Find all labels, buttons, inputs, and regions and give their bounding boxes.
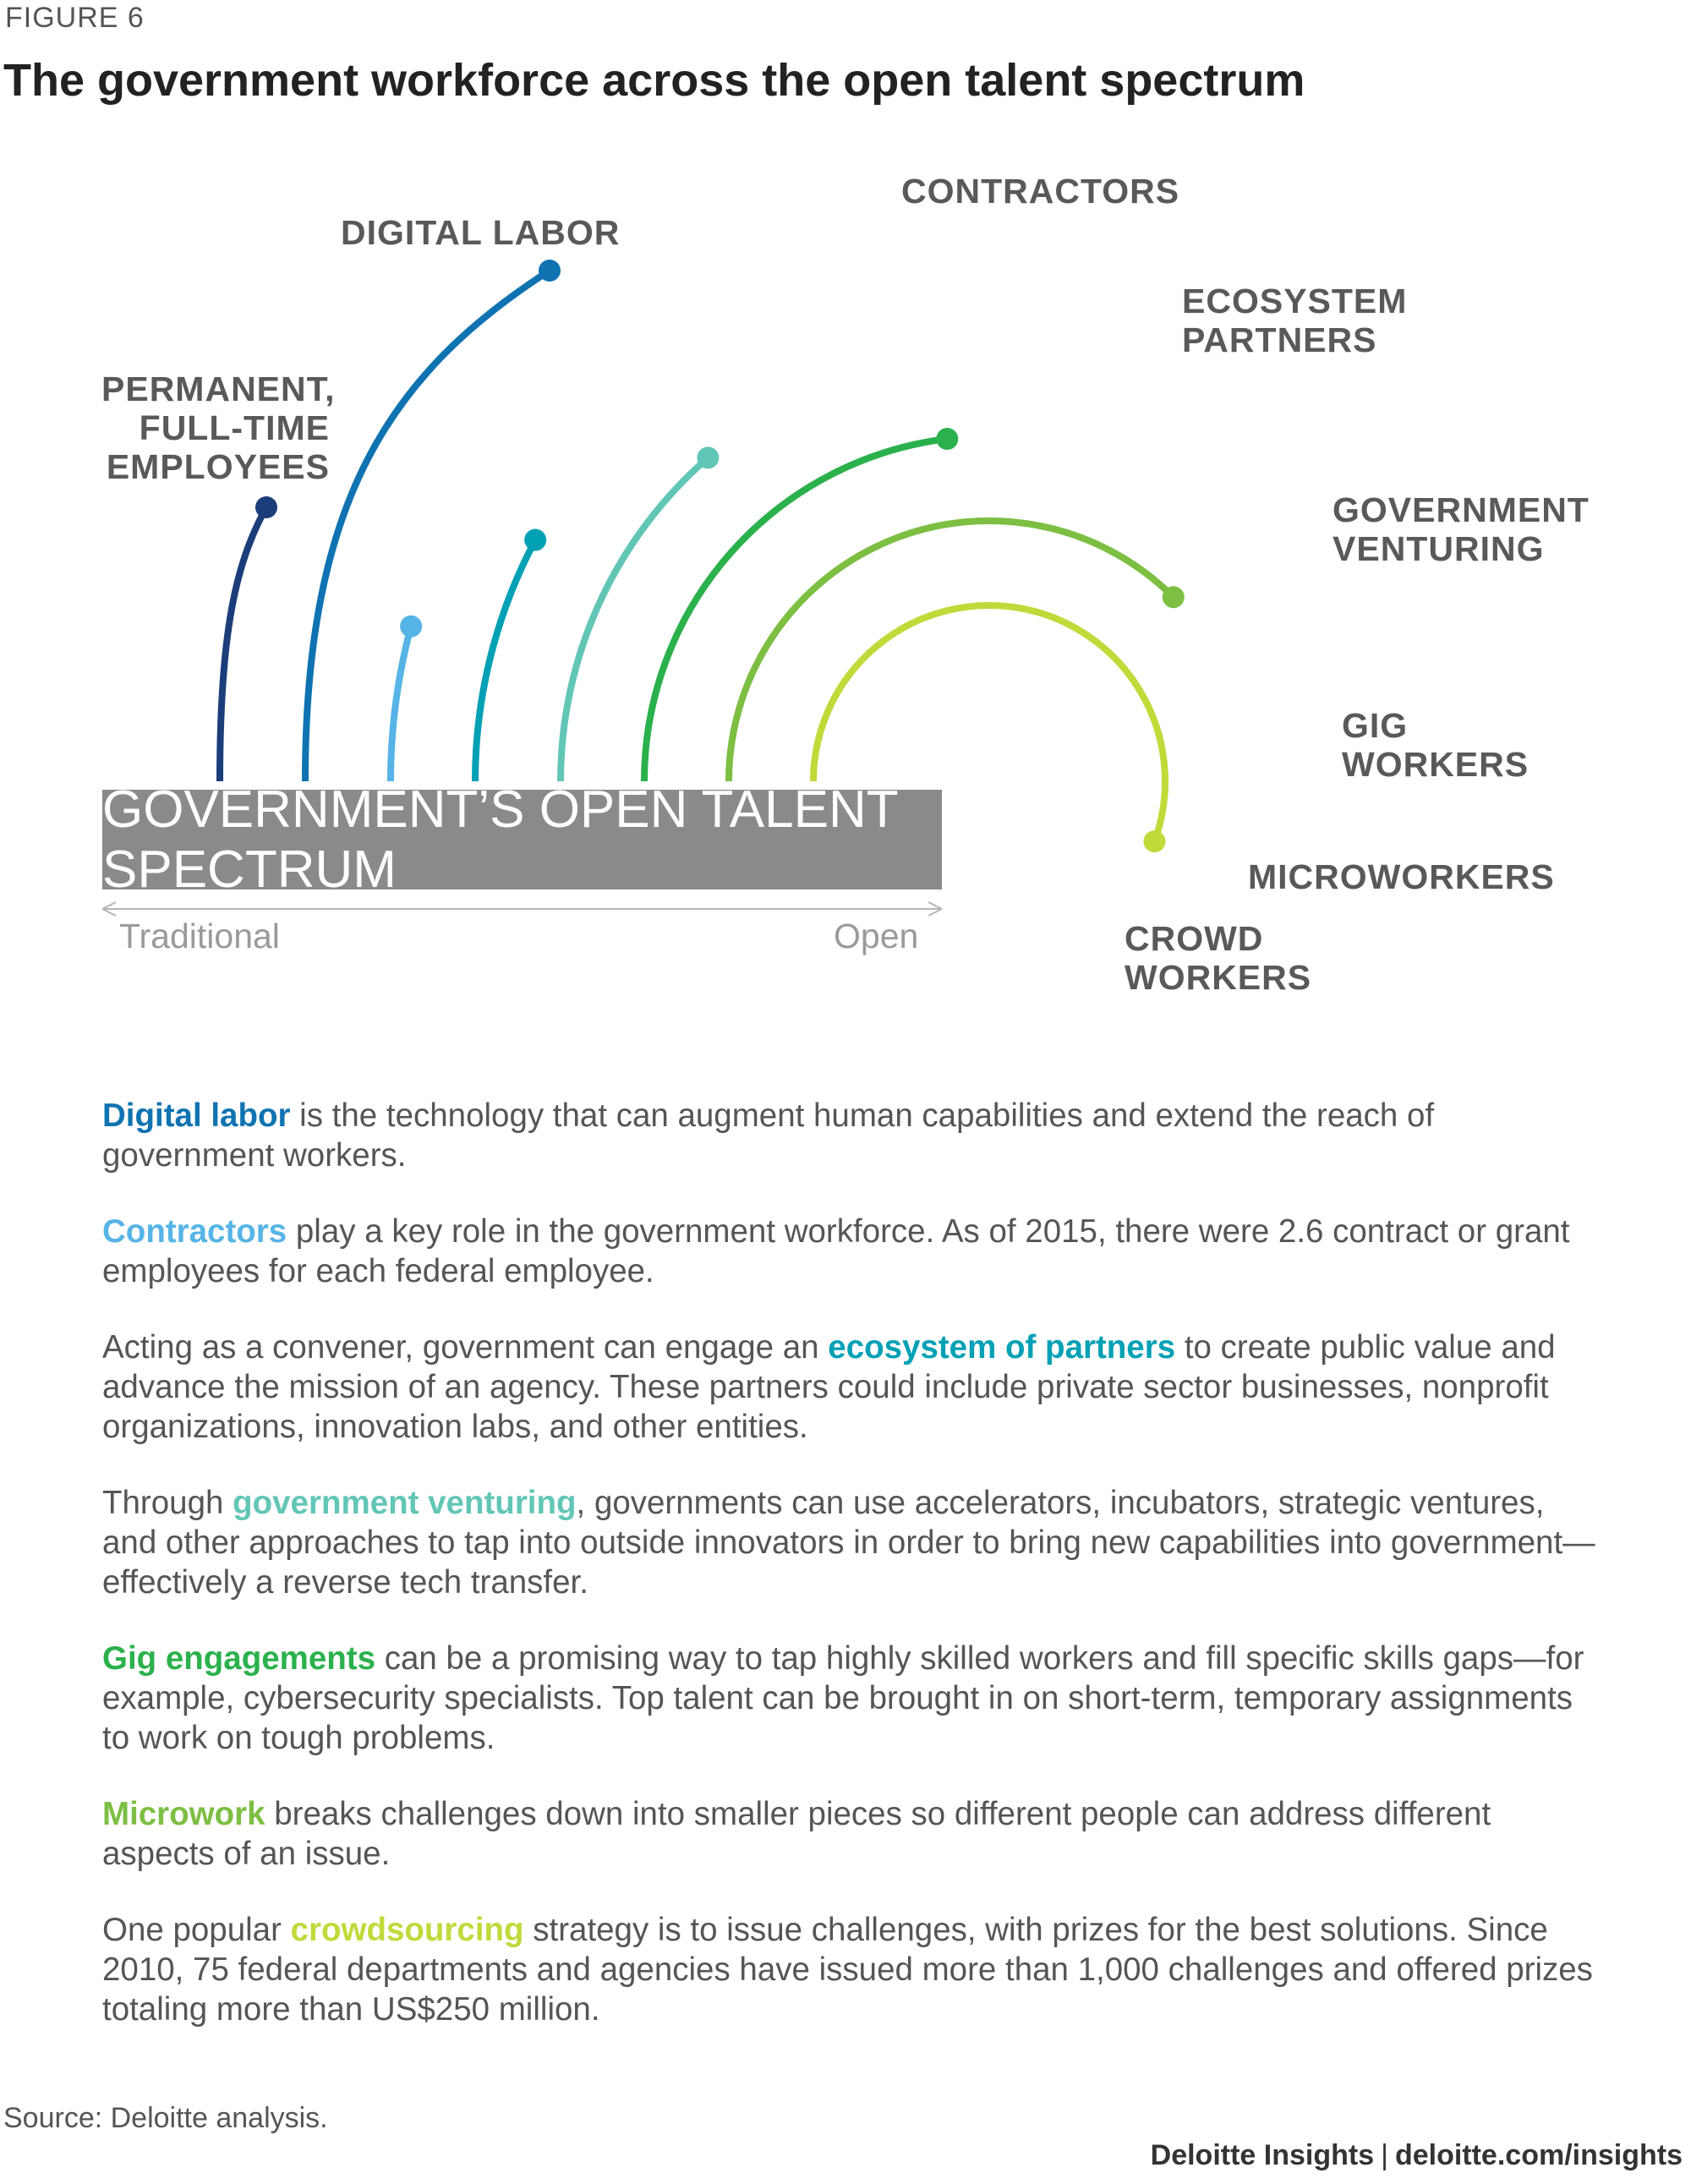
paragraph-highlight: Digital labor [102, 1097, 291, 1134]
arc-gig-workers [641, 435, 948, 782]
arc-label-microworkers: MICROWORKERS [1248, 857, 1555, 896]
paragraph-highlight: Microwork [102, 1796, 265, 1832]
paragraph-text: Through [102, 1485, 233, 1521]
paragraph-highlight: Gig engagements [102, 1640, 376, 1677]
paragraph-highlight: Contractors [102, 1213, 287, 1250]
arc-endpoint-permanent-full-time-employees [255, 496, 277, 518]
source-note: Source: Deloitte analysis. [3, 2102, 328, 2134]
arc-permanent-full-time-employees [216, 506, 270, 782]
description-paragraph: Microwork breaks challenges down into sm… [102, 1794, 1607, 1874]
description-paragraphs: Digital labor is the technology that can… [102, 1096, 1607, 2066]
footer-url: deloitte.com/insights [1394, 2139, 1683, 2171]
arc-label-contractors: CONTRACTORS [901, 172, 1179, 211]
arc-label-line: CONTRACTORS [901, 172, 1180, 211]
arc-label-line: PERMANENT, [101, 369, 336, 408]
arc-government-venturing [557, 455, 711, 782]
arc-label-line: WORKERS [1342, 745, 1530, 784]
axis-arrow-head-left [101, 901, 117, 910]
arc-microworkers [725, 517, 1176, 782]
arc-crowd-workers [810, 602, 1168, 843]
paragraph-text: strategy is to issue challenges, with pr… [102, 1912, 1593, 2028]
footer-brand: Deloitte Insights [1150, 2139, 1375, 2171]
description-paragraph: Gig engagements can be a promising way t… [102, 1639, 1607, 1758]
arc-label-line: CROWD [1125, 919, 1264, 958]
paragraph-highlight: government venturing [233, 1485, 577, 1521]
arc-endpoint-contractors [400, 615, 423, 638]
arc-label-line: MICROWORKERS [1248, 857, 1555, 896]
arc-endpoint-crowd-workers [1143, 830, 1166, 853]
figure-title: The government workforce across the open… [3, 55, 1305, 106]
figure-label: FIGURE 6 [5, 2, 145, 34]
description-paragraph: Acting as a convener, government can eng… [102, 1327, 1607, 1447]
arc-label-line: PARTNERS [1182, 320, 1377, 359]
arc-label-line: GOVERNMENT [1333, 490, 1590, 529]
arc-label-digital-labor: DIGITAL LABOR [341, 213, 620, 252]
axis-arrow-head-right-side [101, 908, 117, 917]
axis-label-traditional: Traditional [119, 917, 280, 955]
paragraph-text: play a key role in the government workfo… [102, 1213, 1570, 1289]
arc-endpoint-ecosystem-partners [524, 528, 547, 551]
arc-label-line: DIGITAL LABOR [341, 213, 621, 252]
paragraph-text: Acting as a convener, government can eng… [102, 1329, 829, 1366]
arc-endpoint-digital-labor [539, 260, 561, 282]
paragraph-text: can be a promising way to tap highly ski… [102, 1640, 1584, 1756]
arc-label-line: FULL-TIME [139, 408, 330, 447]
arc-ecosystem-partners [472, 538, 539, 782]
description-paragraph: Digital labor is the technology that can… [102, 1096, 1607, 1175]
arc-label-line: EMPLOYEES [106, 447, 330, 486]
arc-label-line: WORKERS [1125, 958, 1312, 997]
arc-digital-labor [302, 267, 552, 782]
arc-endpoint-microworkers [1162, 586, 1185, 609]
arc-label-line: ECOSYSTEM [1182, 282, 1408, 320]
arc-endpoint-government-venturing [697, 446, 720, 469]
footer-credit: Deloitte Insights|deloitte.com/insights [1151, 2139, 1683, 2172]
paragraph-highlight: ecosystem of partners [828, 1329, 1176, 1366]
paragraph-text: , governments can use accelerators, incu… [102, 1485, 1595, 1601]
paragraph-text: is the technology that can augment human… [102, 1097, 1435, 1174]
paragraph-text: to create public value and advance the m… [102, 1329, 1556, 1445]
paragraph-highlight: crowdsourcing [290, 1912, 524, 1948]
arc-endpoint-gig-workers [936, 428, 959, 451]
arc-contractors [387, 625, 414, 782]
description-paragraph: Through government venturing, government… [102, 1483, 1607, 1602]
arc-label-line: GIG [1342, 706, 1409, 745]
paragraph-text: One popular [102, 1912, 291, 1948]
spectrum-bar: GOVERNMENT’S OPEN TALENT SPECTRUM [102, 780, 942, 899]
axis-arrow-head-right [928, 901, 943, 910]
paragraph-text: breaks challenges down into smaller piec… [102, 1796, 1491, 1872]
axis-label-open: Open [834, 917, 919, 955]
description-paragraph: One popular crowdsourcing strategy is to… [102, 1910, 1607, 2029]
open-talent-arc-diagram [101, 260, 1185, 917]
footer-separator: | [1381, 2139, 1388, 2171]
axis-arrow-head-right-lower [928, 908, 943, 917]
arc-label-line: VENTURING [1333, 529, 1545, 568]
description-paragraph: Contractors play a key role in the gover… [102, 1212, 1607, 1291]
